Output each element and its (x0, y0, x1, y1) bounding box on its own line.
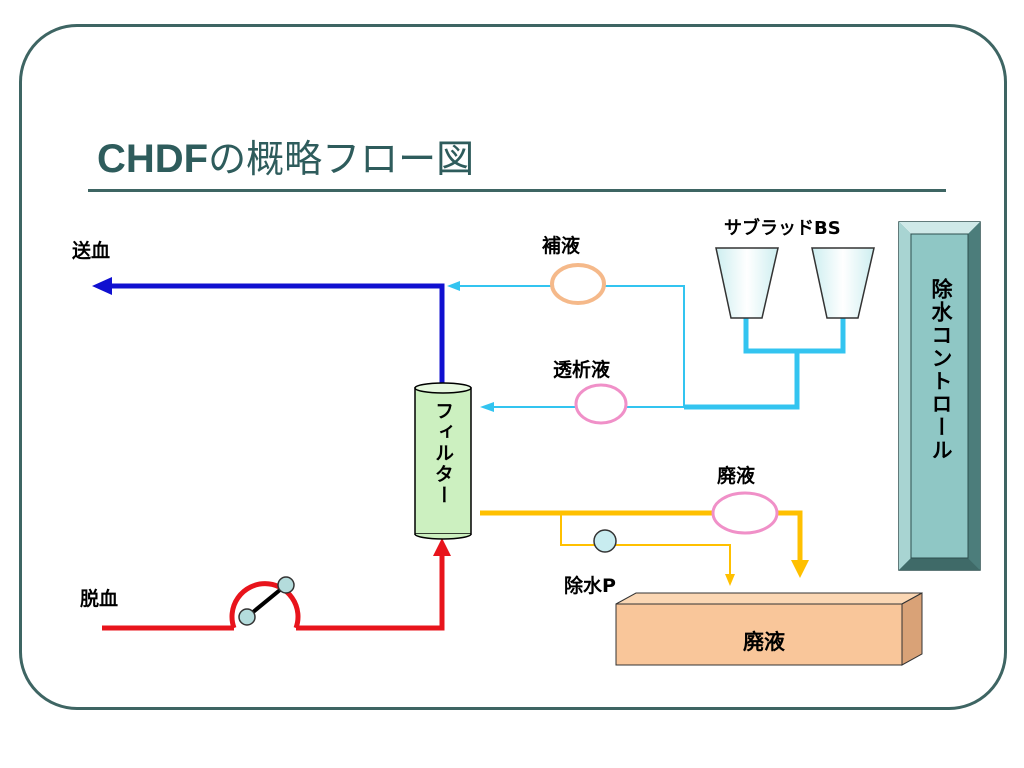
fluid-removal-control-label: 除水コントロール (929, 278, 953, 462)
waste-container-label: 廃液 (743, 630, 785, 654)
send-blood-label: 送血 (72, 240, 111, 262)
filter-label: フィルター (432, 401, 454, 506)
blood-withdrawal-line (102, 538, 451, 631)
replacement-fluid-pump-icon (550, 263, 606, 305)
sublood-manifold-line (684, 318, 846, 410)
fluid-removal-line (560, 513, 735, 586)
sublood-bs-label: サブラッドBS (724, 218, 841, 239)
fluid-removal-pump-label: 除水P (564, 575, 616, 597)
effluent-label: 廃液 (717, 465, 756, 487)
withdraw-blood-label: 脱血 (80, 588, 119, 610)
replacement-fluid-label: 補液 (542, 235, 581, 257)
slide-title: CHDFの概略フロー図 (97, 128, 474, 183)
title-underline (88, 189, 946, 192)
effluent-pump-icon (711, 491, 779, 535)
replacement-fluid-line (447, 281, 685, 407)
effluent-line (480, 510, 809, 578)
blood-pump-icon (238, 576, 295, 626)
sublood-bag-right-icon (811, 247, 875, 319)
dialysate-pump-icon (574, 383, 628, 425)
waste-container (615, 592, 923, 666)
sublood-bag-left-icon (715, 247, 779, 319)
fluid-removal-control-box (898, 221, 981, 571)
slide-frame (19, 24, 1007, 710)
filter-cylinder (414, 382, 472, 540)
fluid-removal-pump-icon (593, 529, 617, 553)
dialysate-label: 透析液 (553, 359, 611, 381)
title-latin: CHDF (97, 137, 209, 181)
title-rest: の概略フロー図 (208, 137, 475, 181)
blood-return-line (92, 277, 445, 388)
